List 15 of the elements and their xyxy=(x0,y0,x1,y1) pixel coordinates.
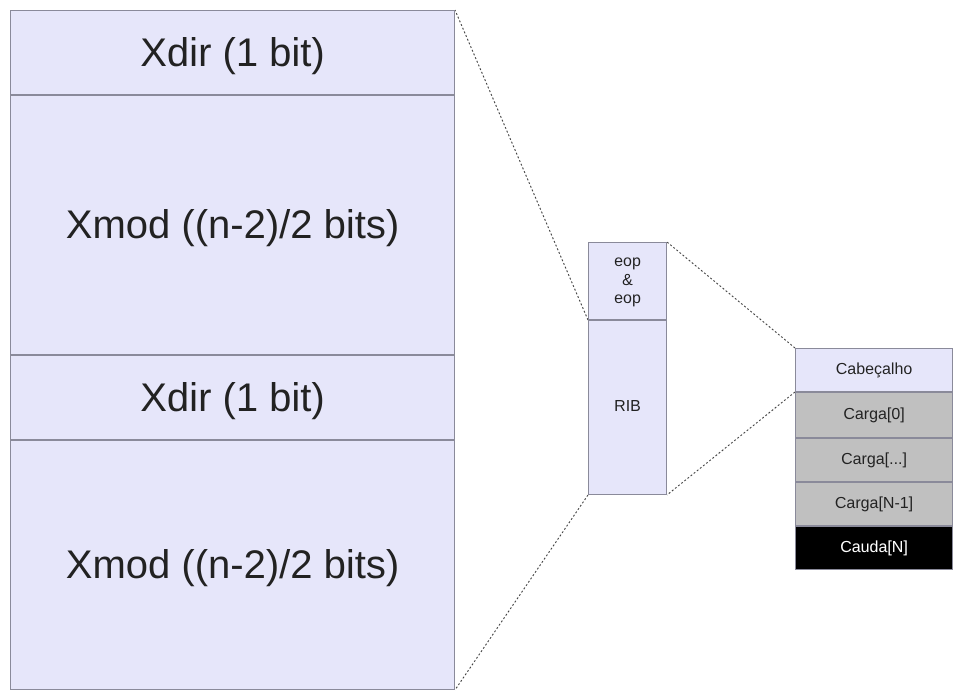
dotted-line xyxy=(454,494,588,690)
packet-field: RIB xyxy=(588,320,667,495)
packet-field: Xmod ((n-2)/2 bits) xyxy=(10,440,455,690)
packet-field: Carga[0] xyxy=(795,392,953,438)
dotted-line xyxy=(666,392,796,496)
packet-field: Carga[...] xyxy=(795,438,953,482)
dotted-line xyxy=(454,10,588,320)
packet-field: eop & eop xyxy=(588,242,667,320)
packet-field: Carga[N-1] xyxy=(795,482,953,526)
packet-field: Cabeçalho xyxy=(795,348,953,392)
packet-field: Cauda[N] xyxy=(795,526,953,570)
dotted-line xyxy=(666,242,796,348)
packet-field: Xmod ((n-2)/2 bits) xyxy=(10,95,455,355)
packet-field: Xdir (1 bit) xyxy=(10,355,455,440)
packet-field: Xdir (1 bit) xyxy=(10,10,455,95)
